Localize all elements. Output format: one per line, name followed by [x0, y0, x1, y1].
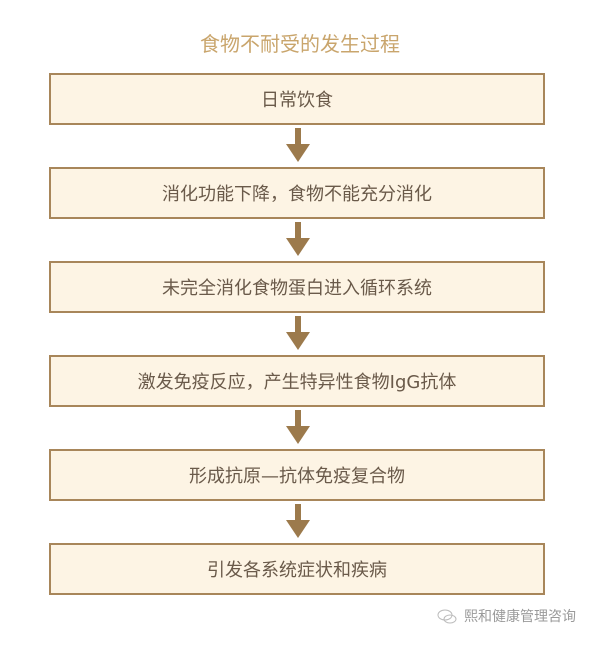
flow-step: 消化功能下降，食物不能充分消化 — [49, 167, 545, 219]
flow-step: 激发免疫反应，产生特异性食物IgG抗体 — [49, 355, 545, 407]
wechat-icon — [437, 609, 457, 624]
watermark-text: 熙和健康管理咨询 — [464, 609, 576, 625]
flow-step: 形成抗原—抗体免疫复合物 — [49, 449, 545, 501]
flow-step: 日常饮食 — [49, 73, 545, 125]
watermark: 熙和健康管理咨询 — [436, 606, 576, 626]
down-arrow-icon — [286, 222, 310, 256]
flow-step: 引发各系统症状和疾病 — [49, 543, 545, 595]
down-arrow-icon — [286, 504, 310, 538]
down-arrow-icon — [286, 128, 310, 162]
down-arrow-icon — [286, 410, 310, 444]
down-arrow-icon — [286, 316, 310, 350]
diagram-title: 食物不耐受的发生过程 — [200, 32, 400, 56]
flow-step: 未完全消化食物蛋白进入循环系统 — [49, 261, 545, 313]
